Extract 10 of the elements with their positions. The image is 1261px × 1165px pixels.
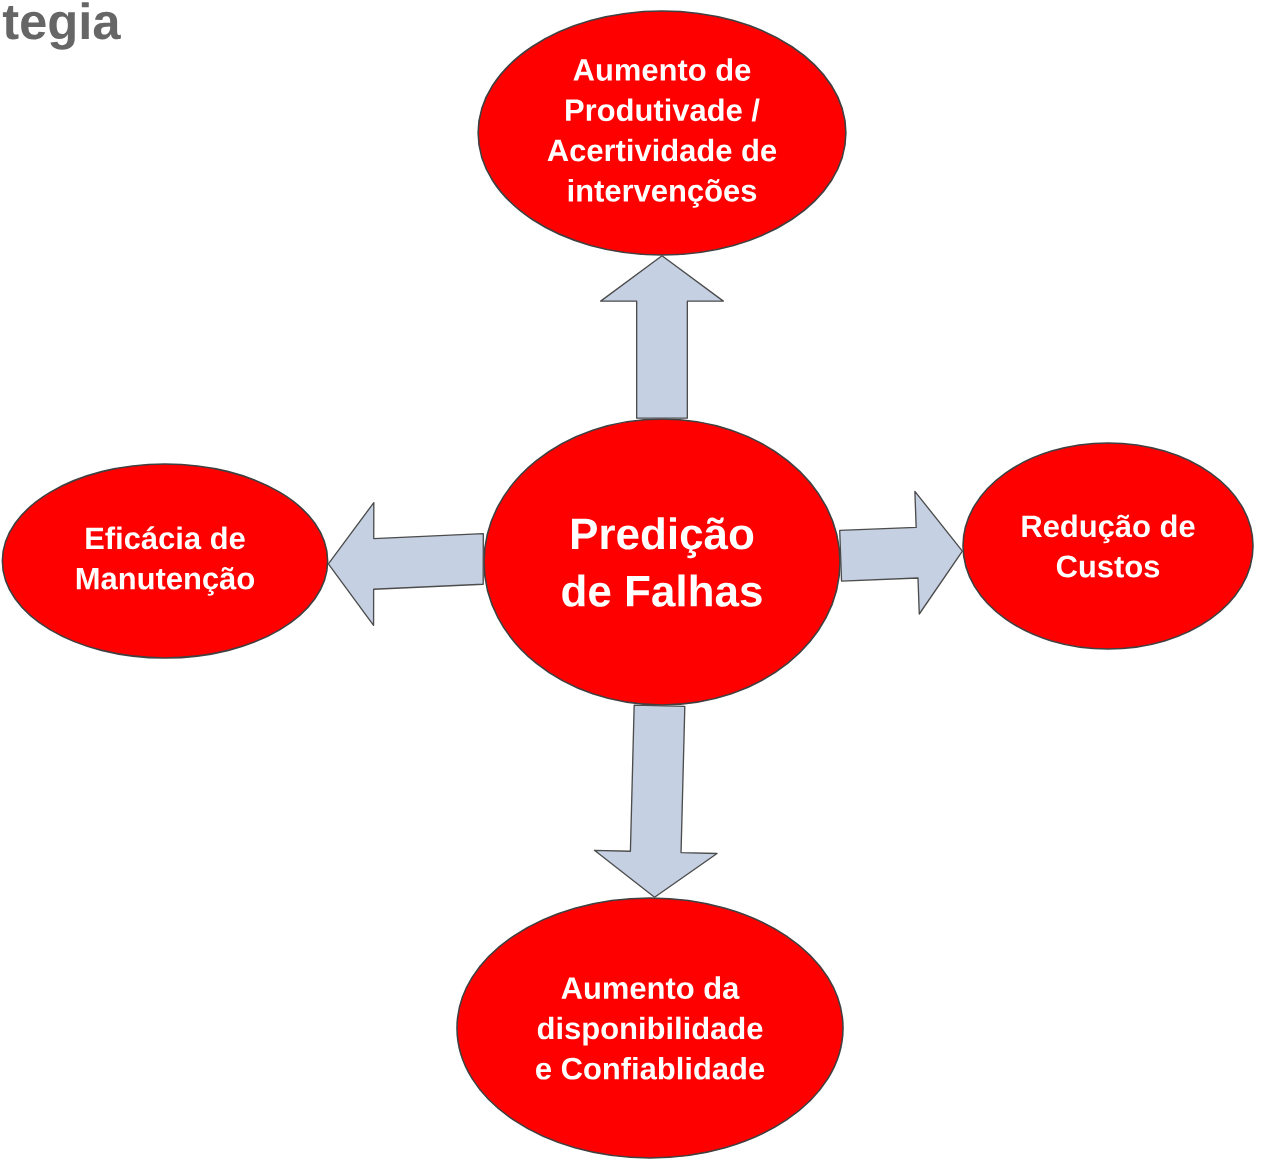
ellipse-node: Eficácia de Manutenção — [1, 463, 329, 659]
block-arrow — [600, 255, 724, 419]
ellipse-node: Predição de Falhas — [483, 418, 841, 706]
heading: tegia — [2, 2, 121, 50]
ellipse-node: Aumento de Produtivade / Acertividade de intervenções — [477, 10, 847, 256]
block-arrow — [839, 490, 964, 615]
block-arrow — [593, 704, 718, 898]
block-arrow — [327, 501, 484, 626]
ellipse-node: Redução de Custos — [962, 442, 1254, 650]
ellipse-node: Aumento da disponibilidade e Confiablidade — [456, 897, 844, 1159]
